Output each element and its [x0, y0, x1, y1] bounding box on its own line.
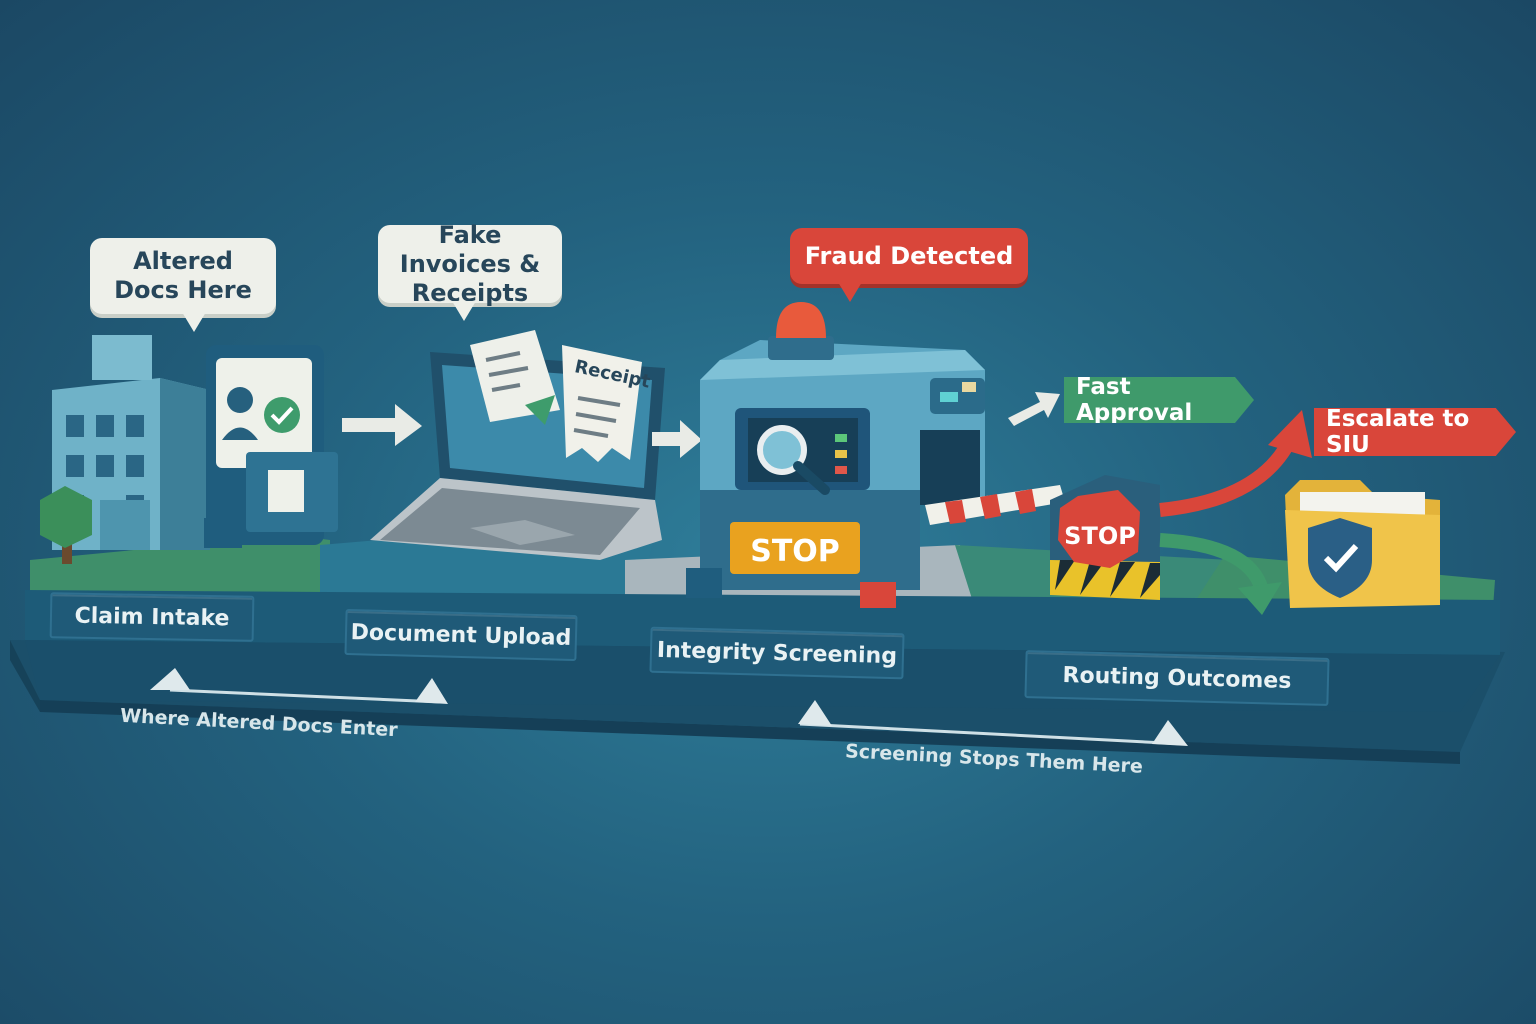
fast-approval-label: Fast Approval [1076, 374, 1193, 426]
stage-integrity-screening: Integrity Screening [649, 626, 905, 680]
magnifier-icon [757, 425, 830, 495]
tree-icon [40, 486, 92, 564]
stop-label-post: STOP [1064, 522, 1136, 550]
outcome-fast-approval: Fast Approval [1064, 377, 1254, 423]
stop-label-gate: STOP [750, 534, 840, 569]
arrow-icon [1268, 410, 1312, 458]
stage-label: Routing Outcomes [1062, 662, 1292, 694]
stage-claim-intake: Claim Intake [49, 592, 255, 642]
callout-fraud-detected: Fraud Detected [790, 228, 1028, 302]
stage-label: Claim Intake [74, 603, 230, 631]
screening-bracket [798, 700, 1188, 746]
approval-arrow [1159, 533, 1269, 593]
escalate-label: Escalate to SIU [1326, 406, 1470, 458]
entry-bracket [150, 668, 448, 704]
arrow-icon [1238, 582, 1282, 615]
document-tray-icon [204, 452, 338, 548]
stage-document-upload: Document Upload [344, 608, 578, 662]
barrier-gate-icon [925, 485, 1065, 525]
alarm-light-icon [768, 302, 834, 360]
shield-check-icon [1308, 518, 1372, 598]
callout-fake-invoices: Fake Invoices & Receipts [378, 221, 562, 321]
stage-routing-outcomes: Routing Outcomes [1024, 650, 1330, 706]
stop-sign-icon: STOP [730, 522, 860, 574]
callout-fraud-detected-text: Fraud Detected [804, 241, 1014, 270]
checkmark-icon [264, 397, 300, 433]
intake-ground [30, 535, 330, 600]
arrow-icon [525, 395, 555, 425]
stage-label: Document Upload [350, 619, 572, 651]
callout-fake-invoices-text: Fake Invoices & Receipts [399, 220, 541, 307]
receipt-icon [562, 345, 642, 462]
callout-altered-docs: Altered Docs Here [90, 238, 276, 332]
invoice-icon [470, 330, 560, 422]
outcome-escalate: Escalate to SIU [1314, 408, 1516, 456]
arrow-icon [652, 420, 702, 458]
arrow-icon [1008, 392, 1060, 426]
stage-label: Integrity Screening [656, 637, 898, 669]
stop-post-icon: STOP [1050, 475, 1160, 600]
arrow-icon [342, 404, 422, 446]
escalate-arrow [1159, 436, 1297, 517]
callout-altered-docs-text: Altered Docs Here [114, 247, 252, 304]
